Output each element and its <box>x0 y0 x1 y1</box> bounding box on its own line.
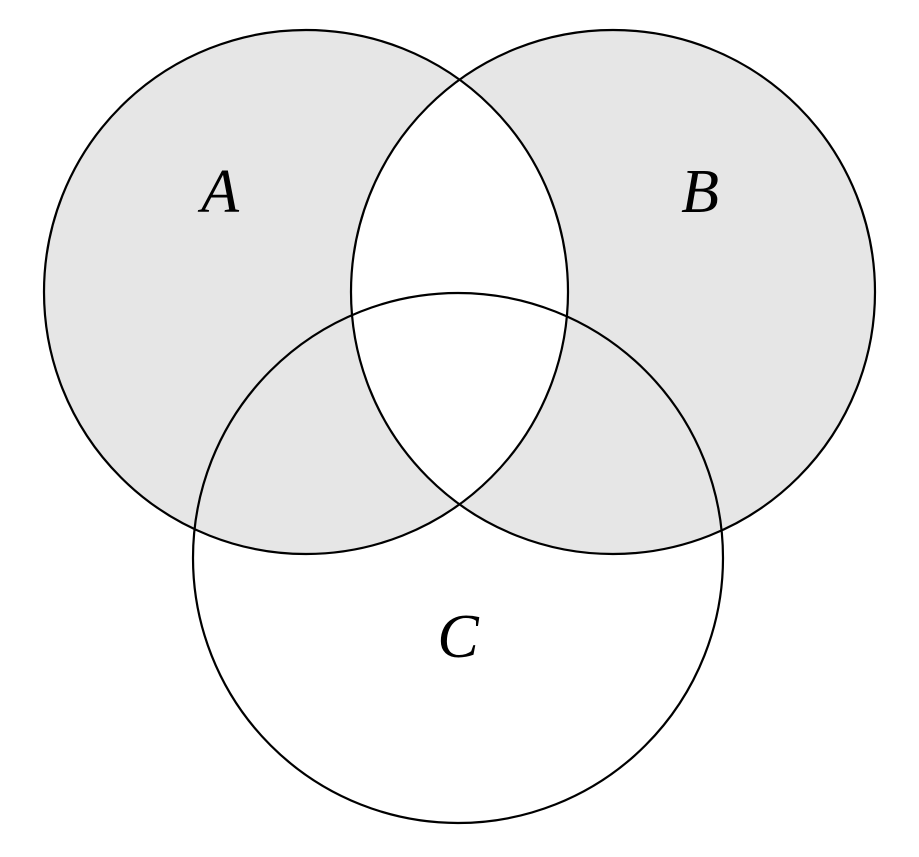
region-b-minus-a <box>351 30 875 554</box>
region-b-minus-a-fill <box>351 30 875 554</box>
set-label-b: B <box>681 158 719 226</box>
set-circle-b <box>349 28 877 556</box>
set-circle-a <box>42 28 570 556</box>
set-circle-c <box>191 291 725 825</box>
set-label-c: C <box>437 603 479 671</box>
set-label-a: A <box>197 158 240 226</box>
